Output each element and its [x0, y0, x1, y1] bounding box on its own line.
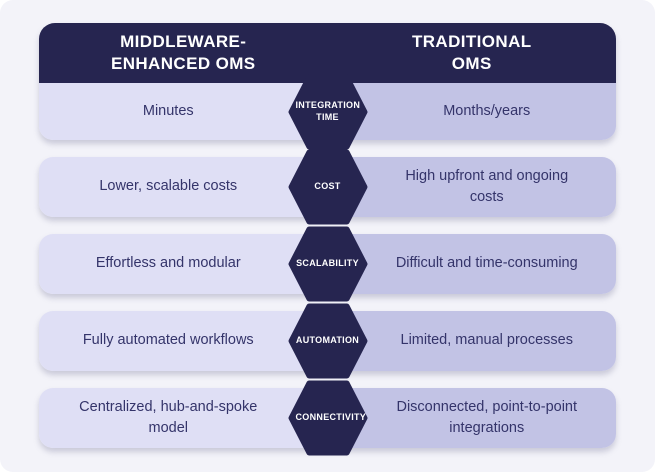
traditional-cell: Months/years [327, 83, 616, 140]
category-hexagon-badge: INTEGRATION TIME [288, 74, 368, 150]
traditional-value: Disconnected, point-to-point integration… [396, 398, 578, 436]
middleware-value: Minutes [142, 102, 194, 119]
category-label: SCALABILITY [296, 258, 359, 269]
comparison-table: MIDDLEWARE-ENHANCED OMS TRADITIONAL OMS … [39, 23, 616, 456]
traditional-cell: High upfront and ongoing costs [327, 157, 616, 217]
middleware-value: Fully automated workflows [82, 332, 254, 349]
middleware-value: Effortless and modular [95, 255, 241, 272]
category-label: COST [314, 181, 341, 192]
category-hexagon-badge: AUTOMATION [288, 303, 368, 379]
header-and-first-row-block: MIDDLEWARE-ENHANCED OMS TRADITIONAL OMS … [39, 23, 616, 149]
hexagon-shape-icon [288, 74, 367, 149]
middleware-value: Lower, scalable costs [99, 178, 238, 195]
traditional-value: Limited, manual processes [400, 332, 573, 349]
table-row-automation: Fully automated workflows Limited, manua… [39, 303, 616, 379]
hexagon-shape-icon [288, 380, 367, 456]
category-hexagon-badge: SCALABILITY [288, 226, 368, 302]
traditional-value: High upfront and ongoing costs [405, 167, 569, 205]
hexagon-shape-icon [288, 149, 367, 225]
column-header-traditional: TRADITIONAL OMS [328, 23, 617, 83]
traditional-cell: Disconnected, point-to-point integration… [327, 388, 616, 448]
category-hexagon-badge: CONNECTIVITY [288, 380, 368, 456]
row-cells: Lower, scalable costs High upfront and o… [39, 157, 616, 217]
table-row-cost: Lower, scalable costs High upfront and o… [39, 149, 616, 225]
table-row-connectivity: Centralized, hub-and-spoke model Disconn… [39, 380, 616, 456]
row-cells: Effortless and modular Difficult and tim… [39, 234, 616, 294]
table-header: MIDDLEWARE-ENHANCED OMS TRADITIONAL OMS [39, 23, 616, 83]
category-label: INTEGRATION TIME [295, 100, 361, 122]
table-row-scalability: Effortless and modular Difficult and tim… [39, 226, 616, 302]
middleware-cell: Centralized, hub-and-spoke model [39, 388, 328, 448]
hexagon-shape-icon [288, 303, 367, 379]
hexagon-shape-icon [288, 226, 367, 302]
row-cells: Centralized, hub-and-spoke model Disconn… [39, 388, 616, 448]
traditional-value: Difficult and time-consuming [395, 255, 578, 272]
traditional-cell: Difficult and time-consuming [327, 234, 616, 294]
middleware-cell: Effortless and modular [39, 234, 328, 294]
table-row-integration-time: Minutes Months/years INTEGRATION TIME [39, 74, 616, 149]
traditional-value: Months/years [443, 102, 531, 119]
category-label: CONNECTIVITY [295, 412, 367, 423]
middleware-cell: Fully automated workflows [39, 311, 328, 371]
row-cells: Fully automated workflows Limited, manua… [39, 311, 616, 371]
category-label: AUTOMATION [295, 335, 360, 346]
column-header-traditional-label: TRADITIONAL OMS [411, 31, 532, 73]
row-cells: Minutes Months/years [39, 83, 616, 140]
column-header-middleware: MIDDLEWARE-ENHANCED OMS [39, 23, 328, 83]
middleware-value: Centralized, hub-and-spoke model [79, 398, 258, 436]
traditional-cell: Limited, manual processes [327, 311, 616, 371]
middleware-cell: Lower, scalable costs [39, 157, 328, 217]
middleware-cell: Minutes [39, 83, 328, 140]
category-hexagon-badge: COST [288, 149, 368, 225]
column-header-middleware-label: MIDDLEWARE-ENHANCED OMS [110, 31, 256, 73]
